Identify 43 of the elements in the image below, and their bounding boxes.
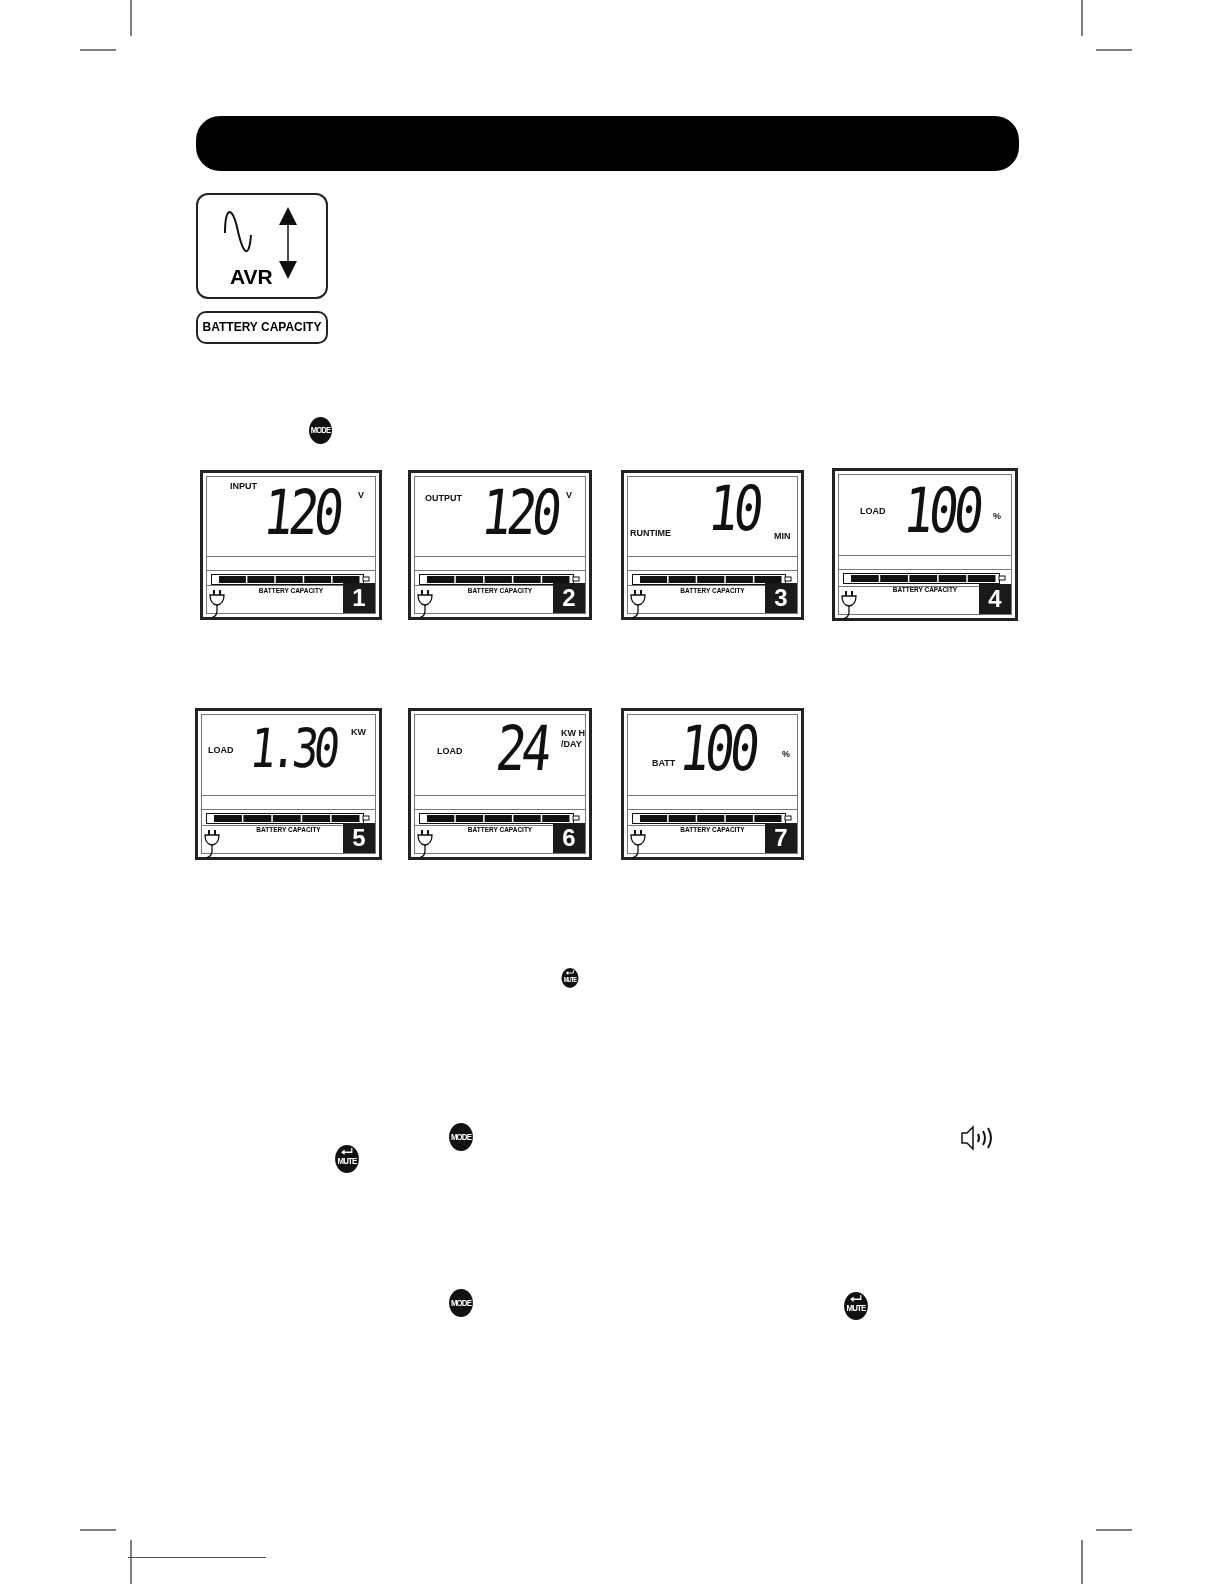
unit-label: KW bbox=[351, 727, 367, 738]
lcd-display-panel bbox=[195, 708, 382, 860]
number-box: 4 bbox=[979, 584, 1011, 614]
digit-readout: 1.30 bbox=[246, 717, 339, 781]
unit-label: V bbox=[566, 490, 573, 501]
number-box: 3 bbox=[765, 583, 797, 613]
digit-readout: 120 bbox=[260, 481, 343, 545]
lcd-display-panel bbox=[621, 708, 804, 860]
display-label: BATT bbox=[652, 758, 676, 768]
mode-button: MODE bbox=[449, 1123, 473, 1151]
number-box: 5 bbox=[343, 823, 375, 853]
mute-button: MUTE bbox=[844, 1292, 868, 1320]
number-box: 7 bbox=[765, 823, 797, 853]
lcd-display-panel bbox=[200, 470, 382, 620]
number-box: 2 bbox=[553, 583, 585, 613]
unit-label: KW H /DAY bbox=[561, 728, 586, 750]
digit-readout: 10 bbox=[705, 477, 763, 541]
display-label: LOAD bbox=[208, 745, 234, 755]
digit-readout: 100 bbox=[900, 479, 983, 543]
display-label: LOAD bbox=[437, 746, 463, 756]
mode-button: MODE bbox=[449, 1289, 473, 1317]
unit-label: % bbox=[993, 511, 1002, 522]
avr-indicator-box bbox=[196, 193, 328, 299]
unit-label: V bbox=[358, 490, 365, 501]
display-label: INPUT bbox=[230, 481, 257, 491]
digit-readout: 24 bbox=[493, 717, 551, 781]
avr-label: AVR bbox=[230, 265, 273, 289]
unit-label: MIN bbox=[774, 531, 792, 542]
display-label: OUTPUT bbox=[425, 493, 462, 503]
lcd-display-panel bbox=[408, 708, 592, 860]
number-box: 6 bbox=[553, 823, 585, 853]
lcd-display-panel bbox=[408, 470, 592, 620]
digit-readout: 100 bbox=[676, 717, 759, 781]
unit-label: % bbox=[782, 749, 791, 760]
lcd-display-panel bbox=[621, 470, 804, 620]
lcd-display-panel bbox=[832, 468, 1018, 621]
mode-button: MODE bbox=[309, 417, 332, 444]
display-label: LOAD bbox=[860, 506, 886, 516]
mute-button: MUTE bbox=[335, 1145, 359, 1173]
battery-capacity-indicator: BATTERY CAPACITY bbox=[196, 311, 328, 344]
number-box: 1 bbox=[343, 583, 375, 613]
digit-readout: 120 bbox=[478, 481, 561, 545]
display-label: RUNTIME bbox=[630, 528, 671, 538]
